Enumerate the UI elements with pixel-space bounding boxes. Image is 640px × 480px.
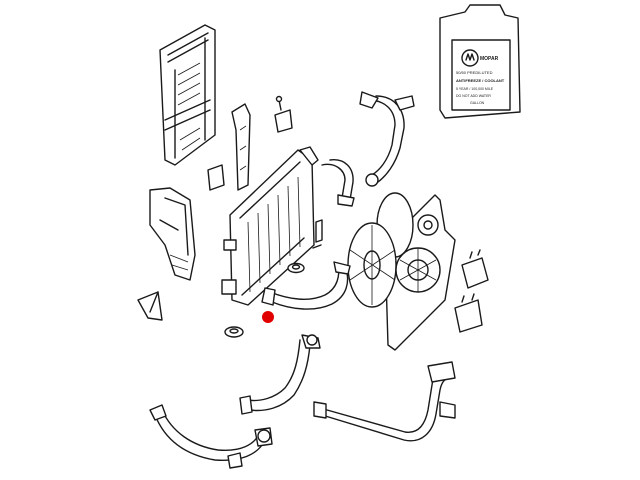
lower-insulator[interactable] — [224, 326, 244, 338]
jug-brand: MOPAR — [480, 56, 499, 62]
upper-radiator-hose[interactable] — [359, 91, 415, 183]
coolant-jug[interactable]: MOPAR 50/50 PREDILUTED ANTIFREEZE / COOL… — [439, 4, 521, 119]
jug-line-4: DO NOT ADD WATER — [456, 94, 491, 98]
highlight-marker[interactable] — [262, 311, 274, 323]
jug-line-2: ANTIFREEZE / COOLANT — [456, 78, 505, 83]
fan-relay-lower[interactable] — [454, 293, 483, 333]
fan-relay-upper[interactable] — [461, 249, 489, 289]
radiator-inlet-hose[interactable] — [321, 159, 379, 207]
upper-clip[interactable] — [274, 95, 293, 133]
cooling-fan-module[interactable] — [347, 192, 456, 351]
radiator-side-bracket[interactable] — [231, 103, 251, 191]
lower-clip[interactable] — [207, 164, 225, 191]
jug-line-3: 5 YEAR / 100,000 MILE — [456, 87, 494, 91]
drain-plug[interactable] — [312, 219, 323, 249]
heater-hose[interactable] — [239, 334, 321, 415]
radiator-support-frame[interactable] — [159, 24, 216, 166]
air-deflector[interactable] — [149, 187, 196, 281]
jug-line-1: 50/50 PREDILUTED — [456, 70, 493, 75]
lower-radiator-hose[interactable] — [261, 261, 351, 310]
coolant-tube[interactable] — [313, 361, 456, 442]
coolant-bypass-hose[interactable] — [149, 404, 273, 469]
radiator[interactable] — [221, 146, 319, 306]
lower-deflector[interactable] — [137, 291, 163, 321]
jug-line-5: GALLON — [470, 101, 485, 105]
upper-insulator[interactable] — [287, 262, 305, 274]
